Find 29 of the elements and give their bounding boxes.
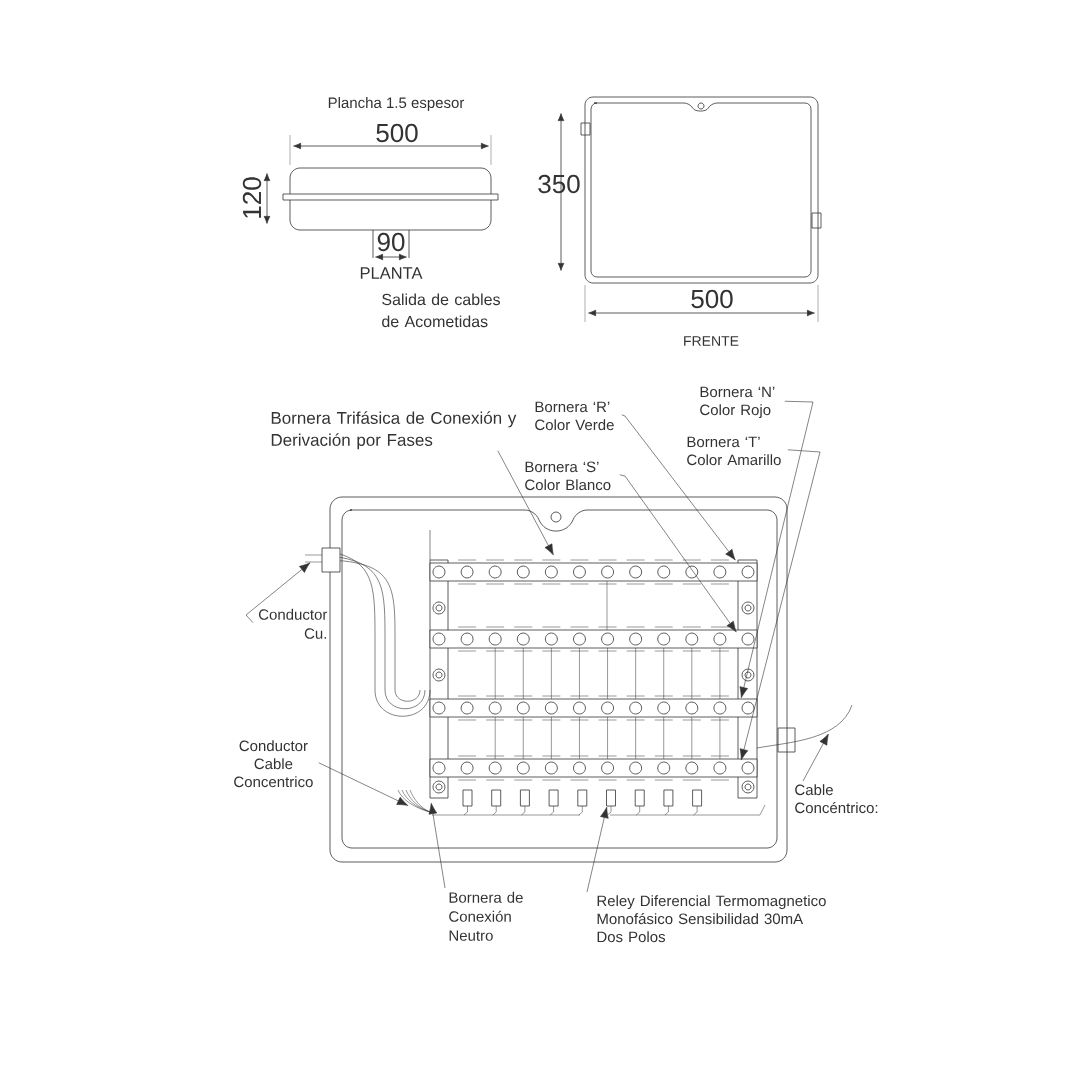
- note: Salida de cables de Acometidas: [382, 293, 500, 328]
- callout-text: Reley Diferencial Termomagnetico Monofásico Sensibilidad 30mA Dos Polos: [597, 895, 826, 943]
- dimension-label: 500: [376, 123, 418, 143]
- dimension-label: 90: [377, 232, 405, 252]
- leader-line: [497, 450, 554, 556]
- view-label: FRENTE: [684, 336, 739, 346]
- callout-text: Bornera ‘N’ Color Rojo: [700, 386, 775, 419]
- dimension-label: 500: [691, 289, 733, 309]
- callout-text: Conductor Cable Concentrico: [234, 740, 313, 788]
- callout-text: Bornera de Conexión Neutro: [449, 891, 523, 941]
- leader-line: [621, 414, 736, 561]
- leader-line: [428, 802, 446, 889]
- callout-text: Bornera ‘R’ Color Verde: [535, 401, 614, 431]
- view-label: PLANTA: [360, 267, 423, 279]
- leader-line: [802, 733, 829, 782]
- leader-line: [245, 562, 311, 623]
- leader-line: [739, 400, 814, 699]
- callout-text: Bornera ‘S’ Color Blanco: [525, 461, 611, 491]
- dimension-label: 350: [538, 174, 580, 194]
- view-label: Plancha 1.5 espesor: [328, 97, 465, 111]
- leader-line: [619, 474, 737, 633]
- leader-line: [318, 762, 409, 806]
- callout-text: Cable Concéntrico:: [795, 784, 878, 814]
- leader-line: [586, 806, 609, 893]
- dimension-label: 120: [242, 177, 262, 218]
- leader-line: [739, 449, 821, 761]
- callout-text: Conductor Cu.: [258, 608, 328, 639]
- callout-text: Bornera Trifásica de Conexión y Derivación por Fases: [271, 411, 517, 450]
- callout-text: Bornera ‘T’ Color Amarillo: [687, 436, 781, 466]
